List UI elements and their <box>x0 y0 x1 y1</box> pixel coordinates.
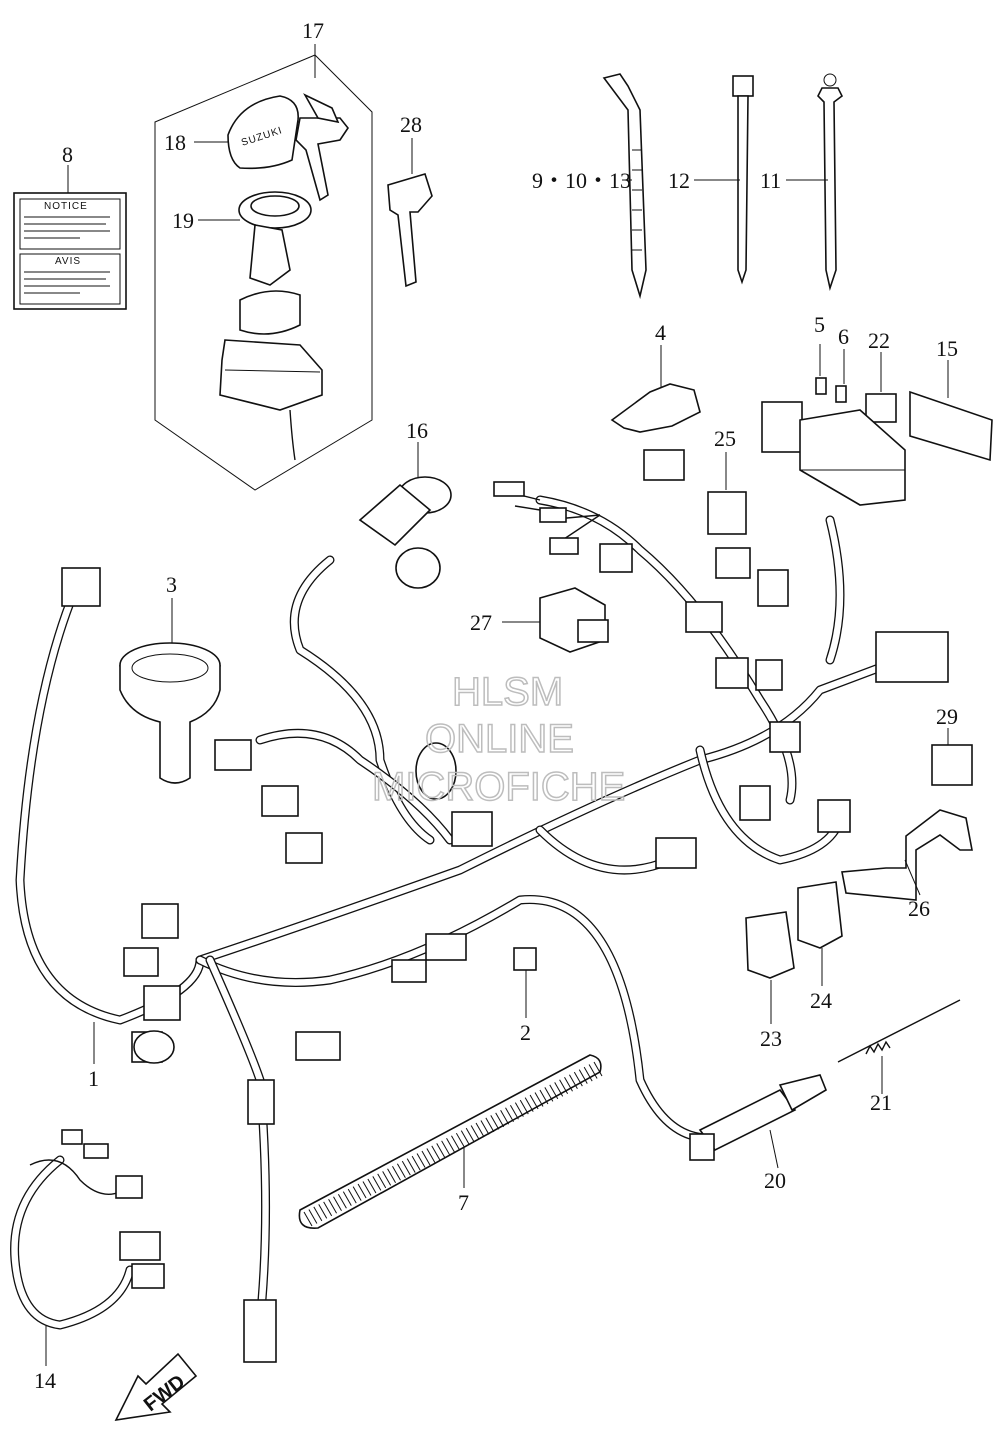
watermark: HLSM ONLINE MICROFICHE <box>371 669 626 810</box>
boot-cap <box>119 642 221 784</box>
notice-text: NOTICE <box>44 201 88 212</box>
relay-27 <box>539 587 609 653</box>
sub-harness-14 <box>10 1129 165 1330</box>
cable-ties <box>602 73 844 300</box>
warning-label-card: NOTICE AVIS <box>13 192 127 310</box>
callout-16: 16 <box>406 418 428 443</box>
spare-key <box>387 173 433 288</box>
terminal-boot <box>610 383 701 433</box>
callout-17: 17 <box>302 18 324 43</box>
callout-labels: 1 2 3 4 5 6 7 8 9・10・13 11 12 14 15 16 1… <box>34 18 958 1393</box>
callout-20: 20 <box>764 1168 786 1193</box>
callout-21: 21 <box>870 1090 892 1115</box>
callout-11: 11 <box>760 168 781 193</box>
fwd-direction-arrow: FWD <box>114 1352 198 1422</box>
corrugated-tube <box>298 1054 603 1229</box>
callout-2: 2 <box>520 1020 531 1045</box>
watermark-line-3: MICROFICHE <box>372 765 625 809</box>
main-wiring-harness <box>15 449 949 1363</box>
accessory-socket <box>358 476 452 589</box>
callout-1: 1 <box>88 1066 99 1091</box>
callout-3: 3 <box>166 572 177 597</box>
callout-26: 26 <box>908 896 930 921</box>
callout-25: 25 <box>714 426 736 451</box>
callout-29: 29 <box>936 704 958 729</box>
watermark-line-2: ONLINE <box>425 717 574 761</box>
fuse-box-group <box>761 377 993 506</box>
callout-5: 5 <box>814 312 825 337</box>
callout-23: 23 <box>760 1026 782 1051</box>
callout-9-10-13: 9・10・13 <box>532 168 631 193</box>
small-connectors <box>513 491 973 979</box>
callout-27: 27 <box>470 610 492 635</box>
callout-28: 28 <box>400 112 422 137</box>
callout-6: 6 <box>838 324 849 349</box>
leader-lines <box>45 138 949 1366</box>
callout-15: 15 <box>936 336 958 361</box>
callout-18: 18 <box>164 130 186 155</box>
callout-8: 8 <box>62 142 73 167</box>
callout-7: 7 <box>458 1190 469 1215</box>
callout-12: 12 <box>668 168 690 193</box>
callout-24: 24 <box>810 988 832 1013</box>
spring-21 <box>837 999 961 1063</box>
mounting-plate <box>841 809 973 901</box>
callout-19: 19 <box>172 208 194 233</box>
avis-text: AVIS <box>55 256 81 267</box>
sensor-20 <box>689 1074 827 1161</box>
watermark-line-1: HLSM <box>452 670 563 714</box>
callout-14: 14 <box>34 1368 56 1393</box>
ignition-key-set-group: SUZUKI <box>154 44 373 491</box>
callout-22: 22 <box>868 328 890 353</box>
callout-4: 4 <box>655 320 666 345</box>
